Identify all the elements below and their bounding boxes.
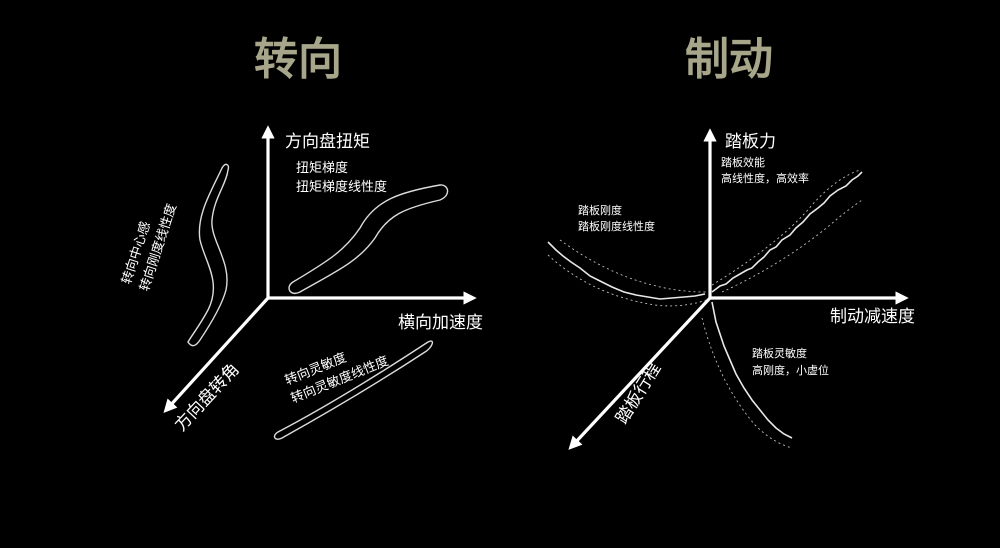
steering-vertical-axis-label: 方向盘扭矩 — [285, 132, 370, 152]
braking-vertical-axis-label: 踏板力 — [725, 132, 776, 152]
braking-sensitivity-curve — [711, 301, 793, 439]
efficiency-note-2: 高线性度，高效率 — [721, 171, 809, 185]
steering-sensitivity-band — [273, 340, 434, 440]
efficiency-lower-bound — [721, 199, 863, 293]
stiffness-curve — [547, 241, 706, 300]
torque-note-2: 扭矩梯度线性度 — [296, 179, 387, 195]
braking-sensitivity-note-1: 踏板灵敏度 — [752, 346, 807, 360]
efficiency-upper-bound — [711, 169, 861, 286]
center-feel-band — [187, 163, 230, 347]
stiffness-note-2: 踏板刚度线性度 — [578, 219, 655, 233]
braking-sensitivity-note-2: 高刚度，小虚位 — [752, 363, 829, 377]
stiffness-note-1: 踏板刚度 — [578, 203, 622, 217]
sensitivity-inner-bound — [701, 317, 793, 449]
steering-horizontal-axis-label: 横向加速度 — [398, 313, 483, 333]
braking-panel: 制动 踏板力 制动减速度 踏板行程 踏板效能 高线性度，高效率 踏板刚度 踏板刚… — [547, 34, 915, 450]
steering-title: 转向 — [254, 34, 342, 85]
braking-title: 制动 — [685, 34, 773, 85]
steering-panel: 转向 方向盘扭矩 横向加速度 方向盘转角 扭矩梯度 扭矩梯度线性度 转向中心感 … — [119, 34, 483, 440]
efficiency-note-1: 踏板效能 — [721, 155, 765, 169]
efficiency-curve — [711, 171, 863, 293]
braking-diagonal-axis — [568, 296, 712, 450]
torque-note-1: 扭矩梯度 — [296, 160, 348, 176]
torque-gradient-band — [288, 184, 449, 294]
stiffness-upper-bound — [559, 239, 707, 293]
steering-diagonal-axis-label: 方向盘转角 — [171, 360, 244, 436]
steering-diagonal-axis — [163, 296, 270, 413]
braking-horizontal-axis-label: 制动减速度 — [830, 307, 915, 327]
